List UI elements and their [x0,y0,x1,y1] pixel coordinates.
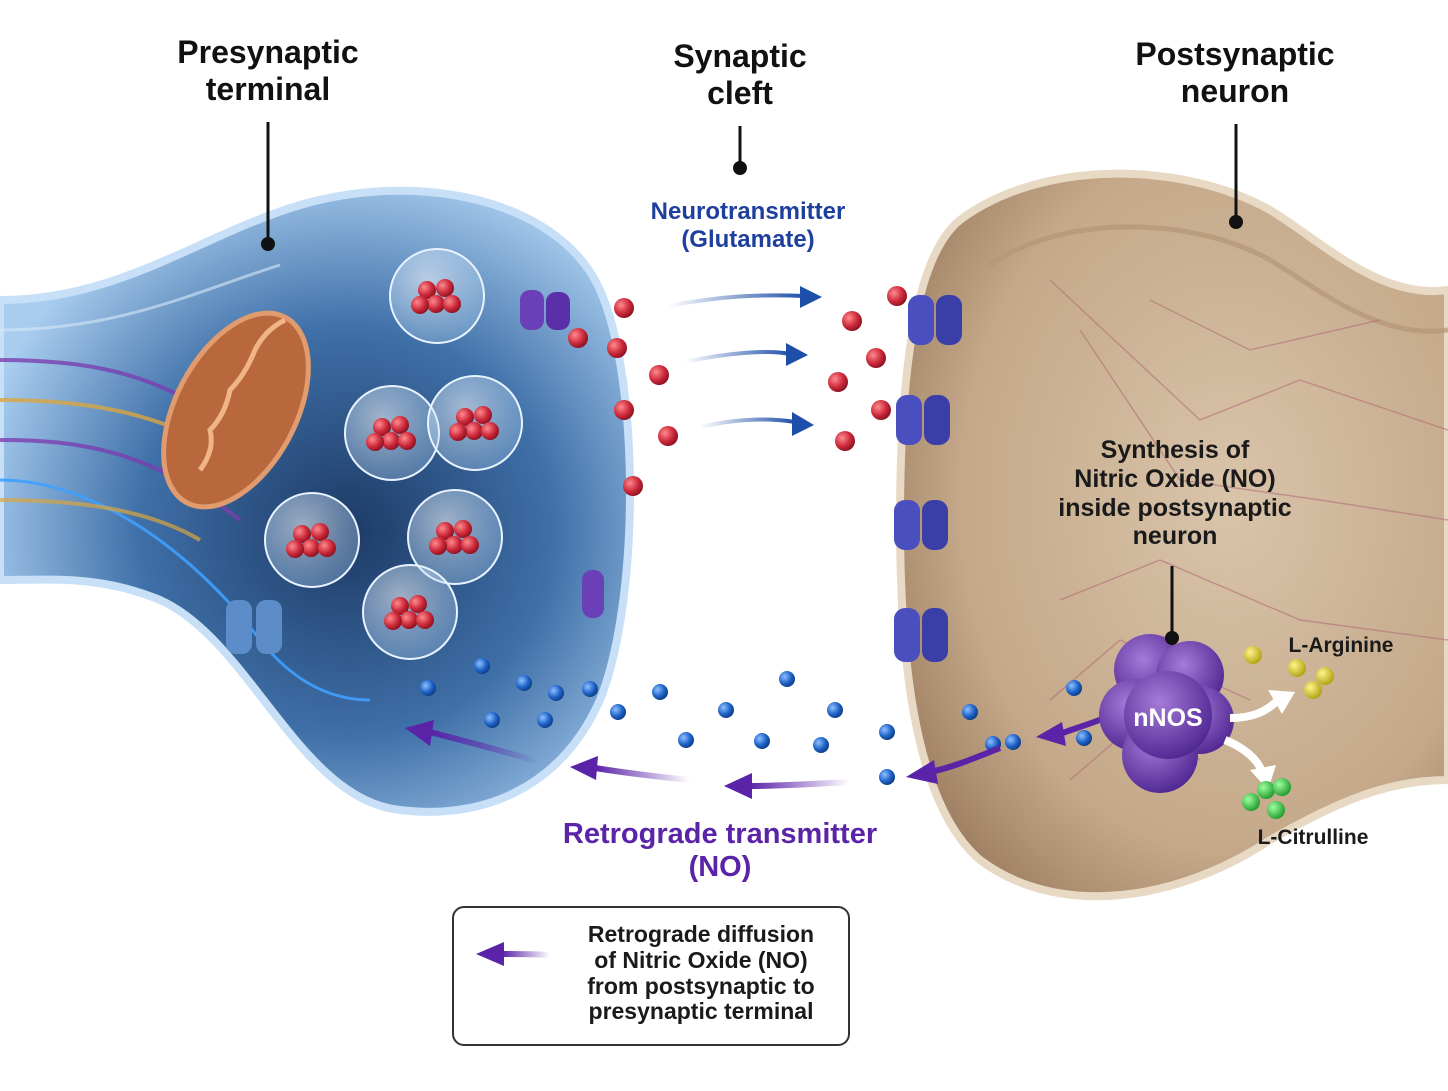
glutamate-molecules [568,286,907,496]
l-citrulline-molecules [1242,778,1291,819]
receptor-icon [226,600,282,654]
nnos-enzyme [1099,634,1234,793]
presynaptic-channels [226,290,604,654]
arrow-icon [667,286,822,308]
postsynaptic-receptors [894,295,962,662]
arrow-icon [724,773,851,799]
arrow-icon [699,412,814,436]
receptor-icon [908,295,962,345]
arrow-icon [906,745,1002,784]
leader-lines [266,122,1238,634]
receptor-icon [520,290,570,330]
product-arrows [1223,690,1295,790]
arrow-icon [405,720,541,765]
neurotransmitter-label: Neurotransmitter(Glutamate) [650,198,846,253]
receptor-icon [894,500,948,550]
nnos-label: nNOS [1133,704,1203,732]
l-arginine-label: L-Arginine [1288,634,1394,657]
retrograde-arrows [405,713,1112,799]
arrow-icon [684,343,808,366]
l-citrulline-label: L-Citrulline [1257,826,1369,849]
mitochondrion-icon [161,310,311,510]
arrow-icon [476,942,551,966]
receptor-icon [894,608,948,662]
vesicles [264,248,523,660]
forward-arrows [667,286,822,436]
receptor-icon [582,570,604,618]
receptor-icon [896,395,950,445]
arrow-icon [570,756,691,783]
retrograde-label: Retrograde transmitter(NO) [562,818,878,884]
l-arginine-molecules [1244,646,1334,699]
